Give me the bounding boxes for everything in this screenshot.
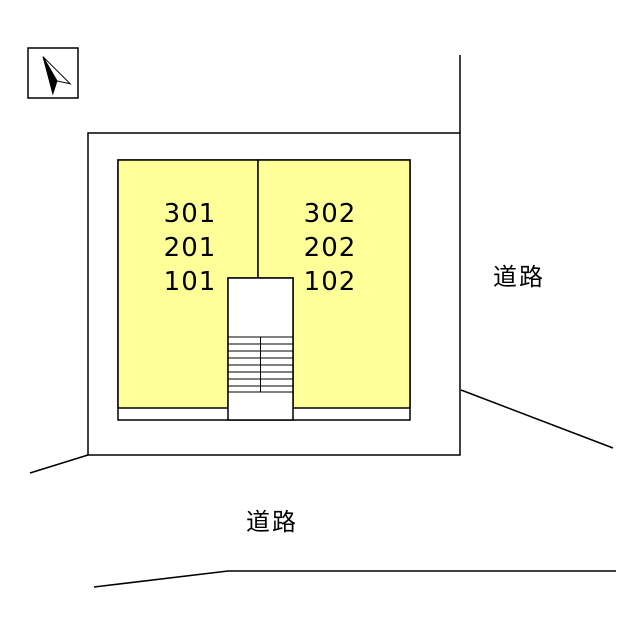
road-label-bottom: 道路: [246, 508, 298, 536]
unit-number: 102: [304, 267, 357, 297]
unit-number: 202: [304, 233, 357, 263]
plot-boundary: [87, 132, 461, 456]
unit-right-numbers: 302 202 102: [304, 199, 357, 297]
boundary-left-lower-diagonal: [29, 454, 89, 474]
unit-left-numbers: 301 201 101: [164, 199, 217, 297]
building: [117, 159, 411, 421]
stair-treads: [228, 336, 293, 393]
unit-number: 302: [304, 199, 357, 229]
north-arrow-needle-light: [42, 56, 72, 85]
road-label-right: 道路: [493, 263, 545, 291]
road-edge-bottom: [93, 570, 616, 588]
unit-number: 301: [164, 199, 217, 229]
unit-number: 201: [164, 233, 217, 263]
road-edge-right-diagonal: [460, 389, 614, 449]
unit-number: 101: [164, 267, 217, 297]
north-arrow-icon: [27, 47, 79, 99]
